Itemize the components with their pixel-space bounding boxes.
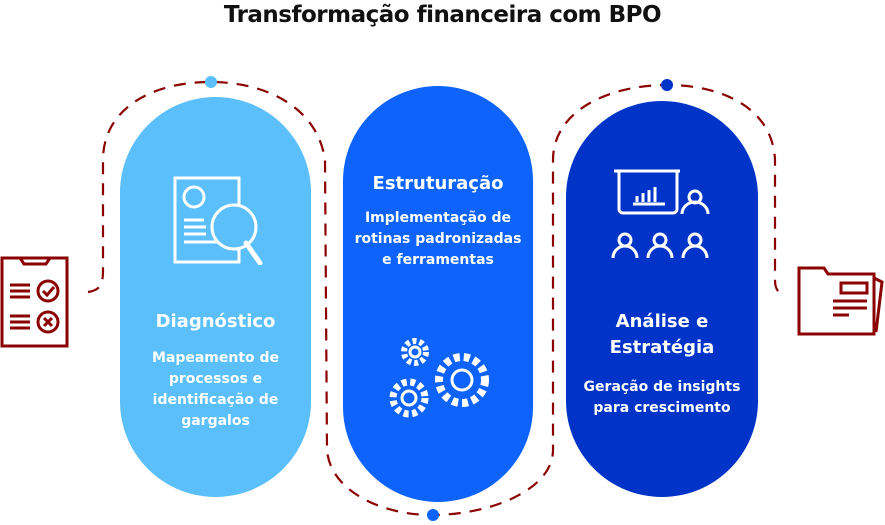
step-heading: Diagnóstico [155, 311, 276, 332]
step-card-analise-estrategia: Análise e Estratégia Geração de insights… [566, 101, 758, 497]
step-card-estruturacao: Estruturação Implementação de rotinas pa… [343, 86, 533, 502]
step-description: Geração de insights para crescimento [583, 379, 741, 416]
step-heading: Estruturação [372, 173, 504, 194]
clipboard-checklist-icon [0, 256, 69, 348]
step-dot-3 [661, 79, 673, 91]
step-dot-2 [427, 509, 439, 521]
document-search-icon [173, 176, 263, 265]
step-card-diagnostico: Diagnóstico Mapeamento de processos e id… [120, 97, 311, 497]
folder-document-icon [797, 266, 884, 336]
step-heading: Análise e Estratégia [609, 311, 715, 358]
step-dot-1 [205, 76, 217, 88]
gears-icon [389, 338, 489, 418]
step-description: Implementação de rotinas padronizadas e … [354, 210, 522, 268]
presentation-audience-icon [611, 169, 710, 259]
step-description: Mapeamento de processos e identificação … [151, 350, 280, 429]
page-title: Transformação financeira com BPO [223, 2, 662, 28]
